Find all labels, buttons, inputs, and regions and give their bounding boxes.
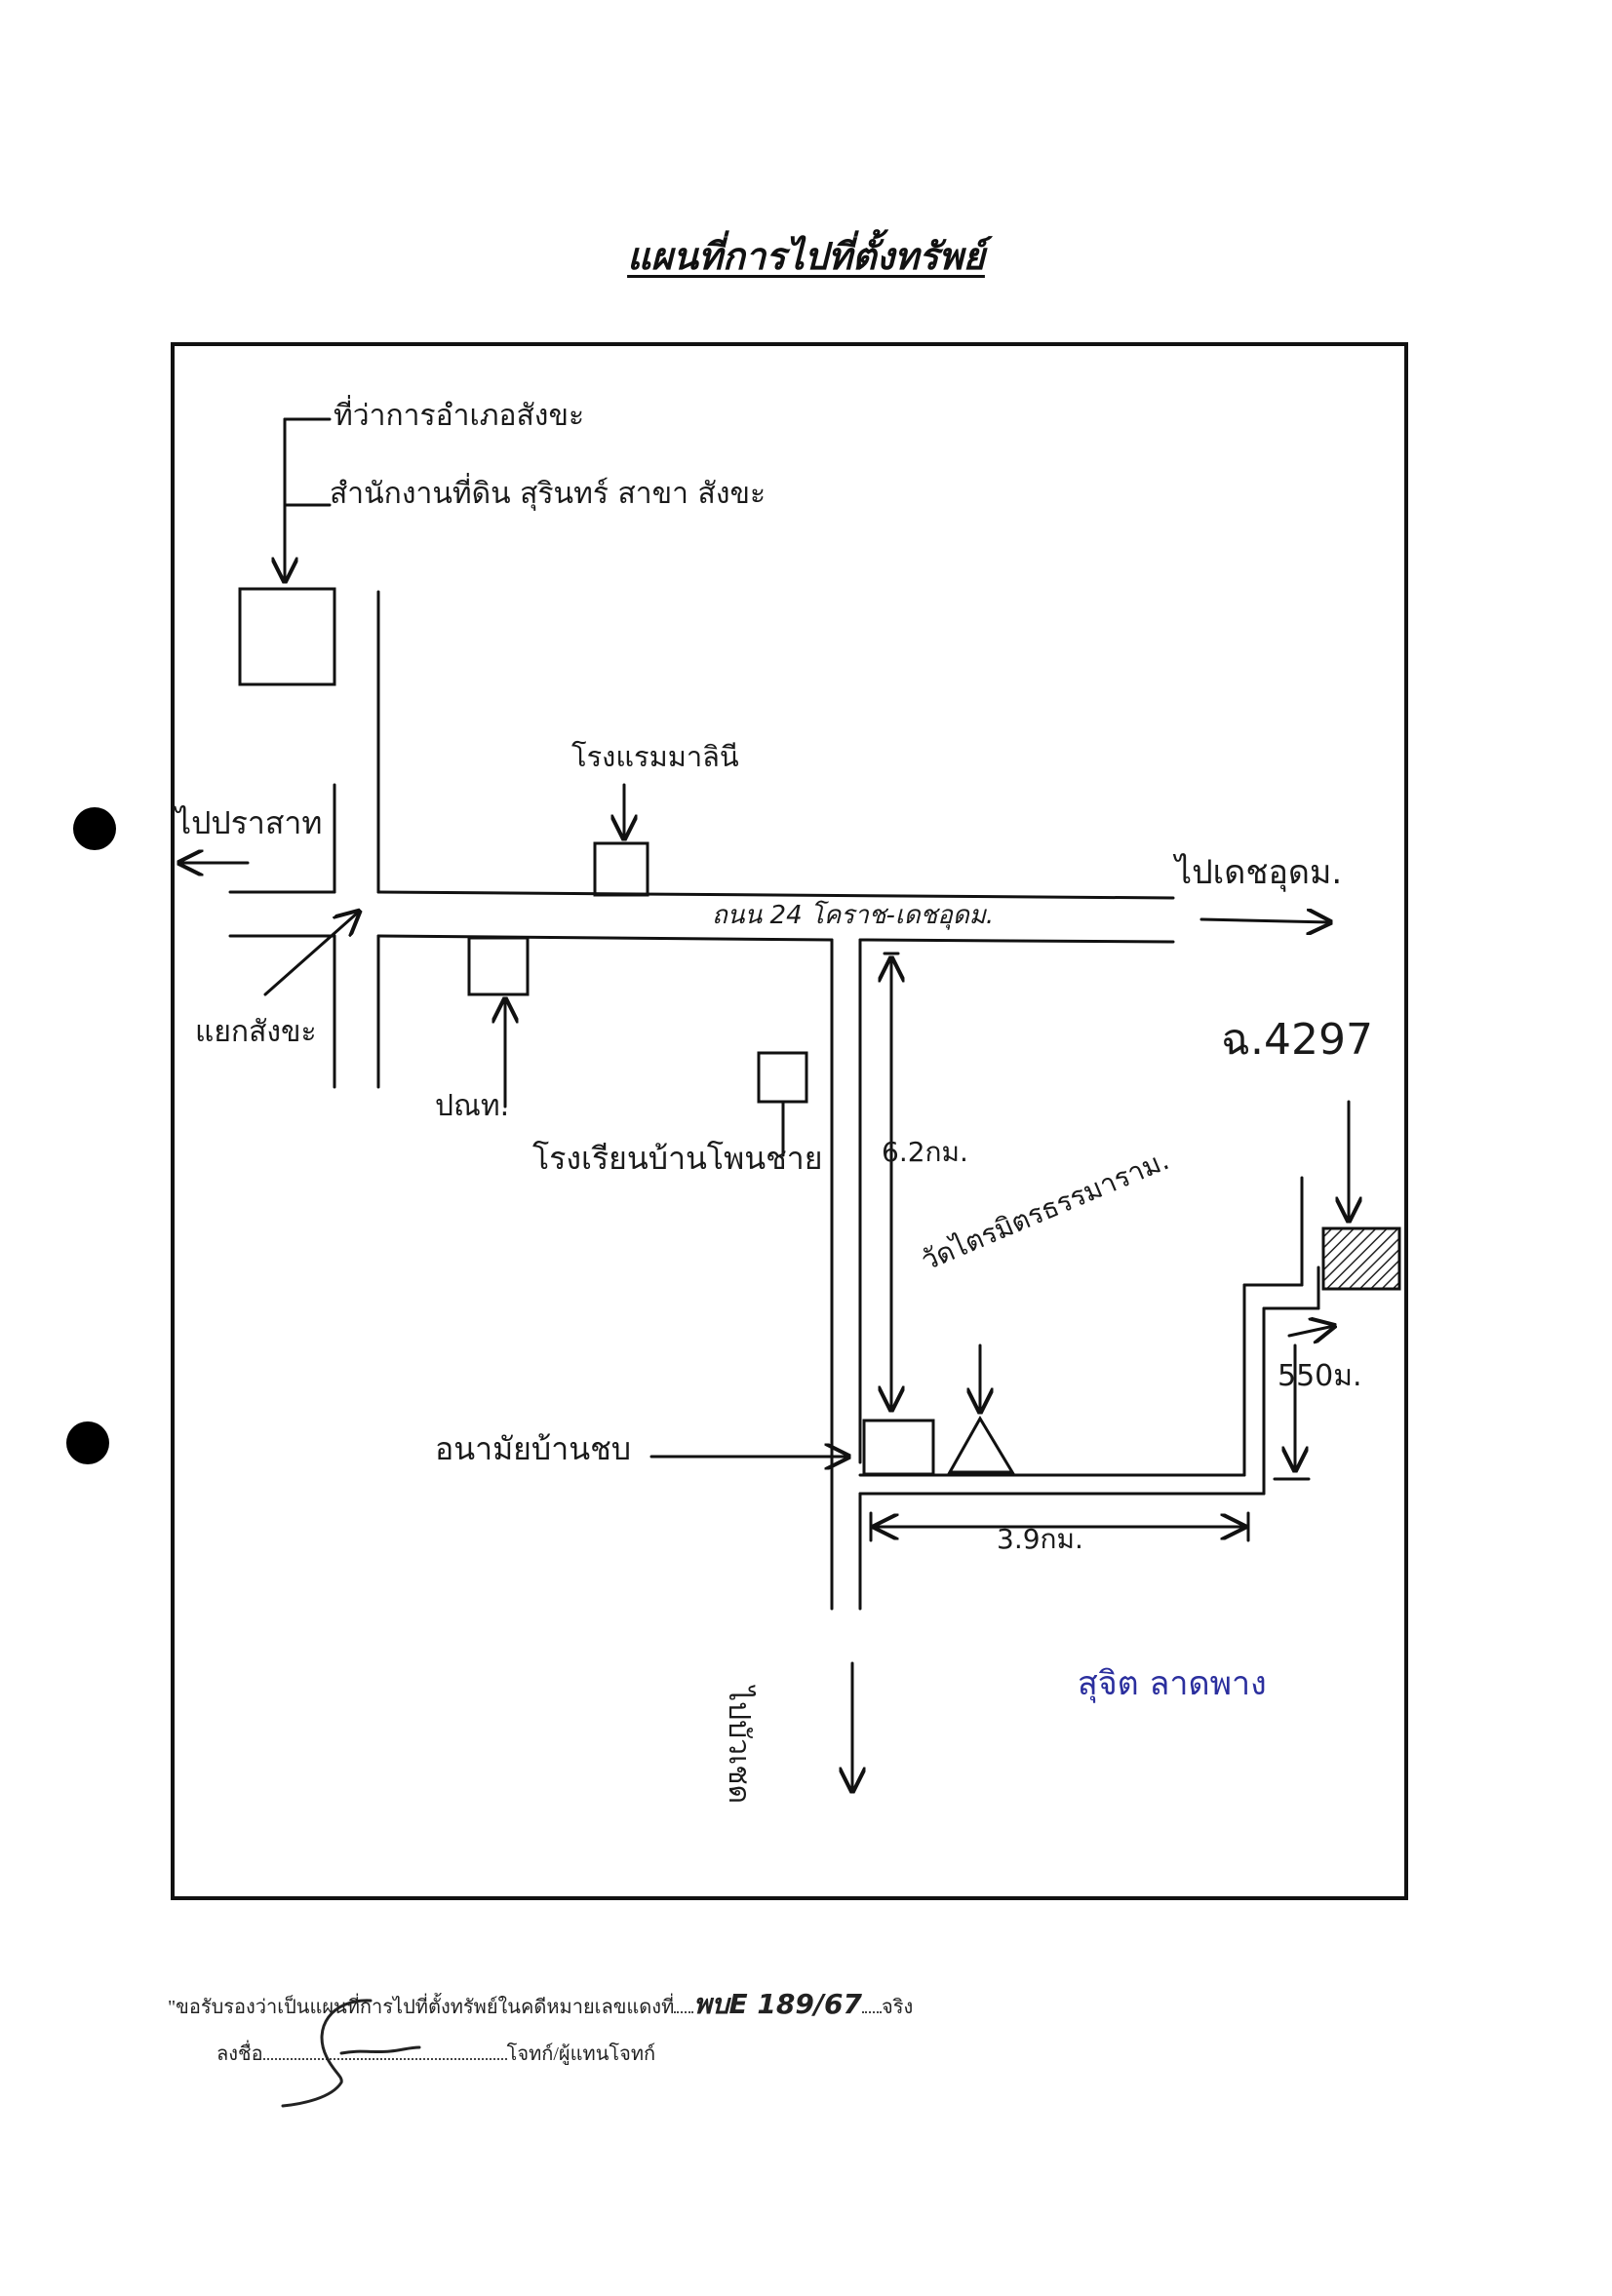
post-office-box [467, 936, 530, 996]
role-label: โจทก์/ผู้แทนโจทก์ [506, 2043, 656, 2065]
punch-hole-bottom [66, 1421, 109, 1464]
label-post-office: ปณท. [435, 1089, 510, 1123]
blue-signature-text: สุจิต ลาดพาง [1078, 1664, 1267, 1703]
property-hatched [1321, 1226, 1401, 1291]
label-dist-horizontal: 3.9กม. [997, 1523, 1083, 1555]
certification-suffix: จริง [882, 1997, 914, 2018]
school-box [757, 1051, 808, 1104]
highway-bottom [376, 934, 834, 942]
label-hotel: โรงแรมมาลินี [571, 740, 739, 773]
punch-hole-top [73, 807, 116, 850]
label-land-office: สำนักงานที่ดิน สุรินทร์ สาขา สังขะ [330, 477, 767, 511]
sign-label: ลงชื่อ [216, 2043, 263, 2065]
highway-bottom-right [858, 938, 1175, 944]
label-to-prasat: ไปปราสาท [176, 804, 323, 841]
certification-prefix: "ขอรับรองว่าเป็นแผนที่การไปที่ตั้งทรัพย์… [168, 1997, 675, 2018]
handwritten-signature [281, 1999, 421, 2108]
highway-top [376, 890, 1175, 900]
temple-triangle [947, 1416, 1015, 1474]
certification-line: "ขอรับรองว่าเป็นแผนที่การไปที่ตั้งทรัพย์… [168, 1983, 913, 2026]
label-to-det-udom: ไปเดชอุดม. [1175, 853, 1343, 892]
district-office-box [238, 587, 336, 686]
case-number: พบE 189/67 [693, 1988, 862, 2020]
label-dist-vertical: 6.2กม. [882, 1136, 968, 1168]
label-school: โรงเรียนบ้านโพนชาย [532, 1140, 823, 1177]
label-junction: แยกสังขะ [195, 1015, 317, 1049]
health-center-box [862, 1419, 935, 1476]
label-road-code: ฉ.4297 [1221, 1015, 1373, 1065]
signature-line: ลงชื่อ โจทก์/ผู้แทนโจทก์ [216, 2038, 655, 2069]
label-health-center: อนามัยบ้านชบ [435, 1430, 632, 1467]
label-road: ถนน 24 โคราช-เดชอุดม. [712, 901, 995, 930]
label-to-buachet: ไปบัวเชด [722, 1687, 756, 1805]
page-title: แผนที่การไปที่ตั้งทรัพย์ [627, 234, 985, 278]
map-frame [171, 342, 1408, 1900]
label-district-office: ที่ว่าการอำเภอสังขะ [334, 399, 585, 433]
label-dist-short: 550ม. [1278, 1359, 1362, 1393]
hotel-box [593, 841, 649, 897]
